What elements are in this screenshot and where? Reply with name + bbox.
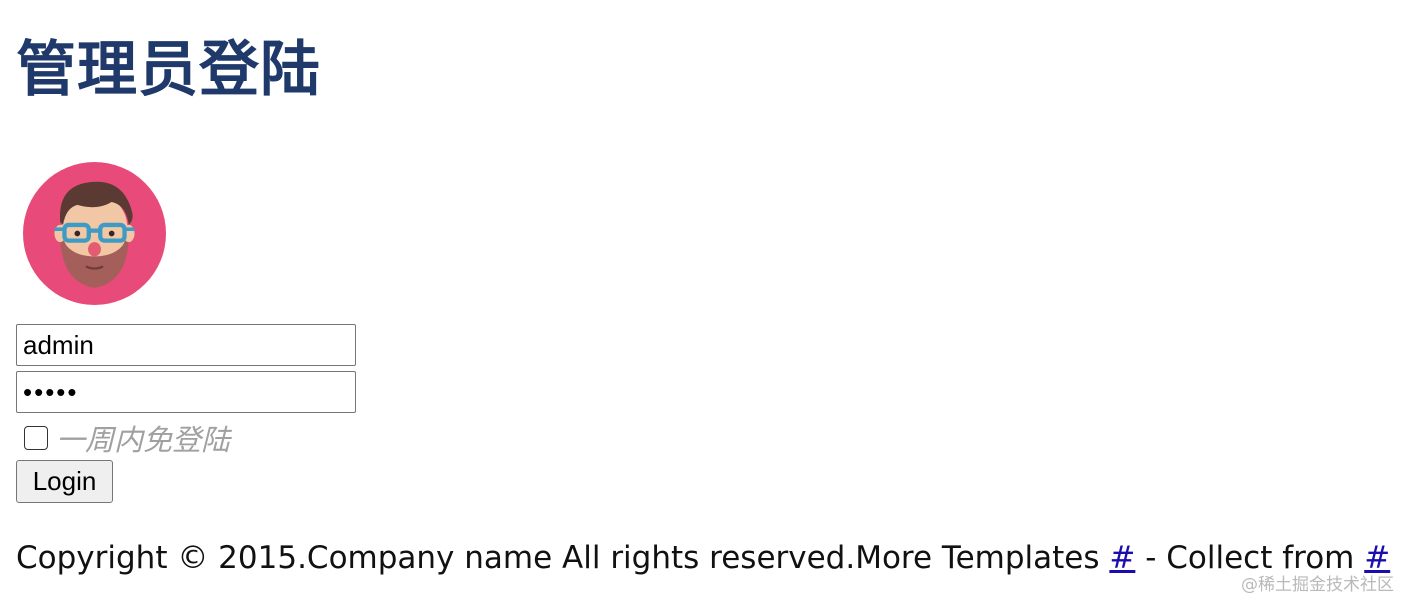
avatar-hair xyxy=(59,181,133,225)
avatar-face xyxy=(61,193,128,263)
footer-text-before: Copyright © 2015.Company name All rights… xyxy=(16,540,1110,576)
username-input[interactable] xyxy=(16,324,356,366)
page-title: 管理员登陆 xyxy=(16,35,321,105)
avatar-beard-overlay xyxy=(63,240,126,284)
watermark-text: @稀土掘金技术社区 xyxy=(1241,575,1394,595)
remember-me-checkbox[interactable] xyxy=(24,426,48,450)
footer-collect-link[interactable]: # xyxy=(1364,540,1391,576)
remember-me-row: 一周内免登陆 xyxy=(22,418,230,458)
remember-me-label[interactable]: 一周内免登陆 xyxy=(56,423,231,457)
footer-text-middle: - Collect from xyxy=(1135,540,1365,576)
glasses-icon xyxy=(62,222,91,243)
login-button[interactable]: Login xyxy=(16,460,113,503)
footer-copyright: Copyright © 2015.Company name All rights… xyxy=(16,536,1390,580)
password-input[interactable] xyxy=(16,371,356,413)
avatar-icon xyxy=(23,162,166,305)
avatar-nose xyxy=(88,242,101,257)
footer-templates-link[interactable]: # xyxy=(1109,540,1136,576)
